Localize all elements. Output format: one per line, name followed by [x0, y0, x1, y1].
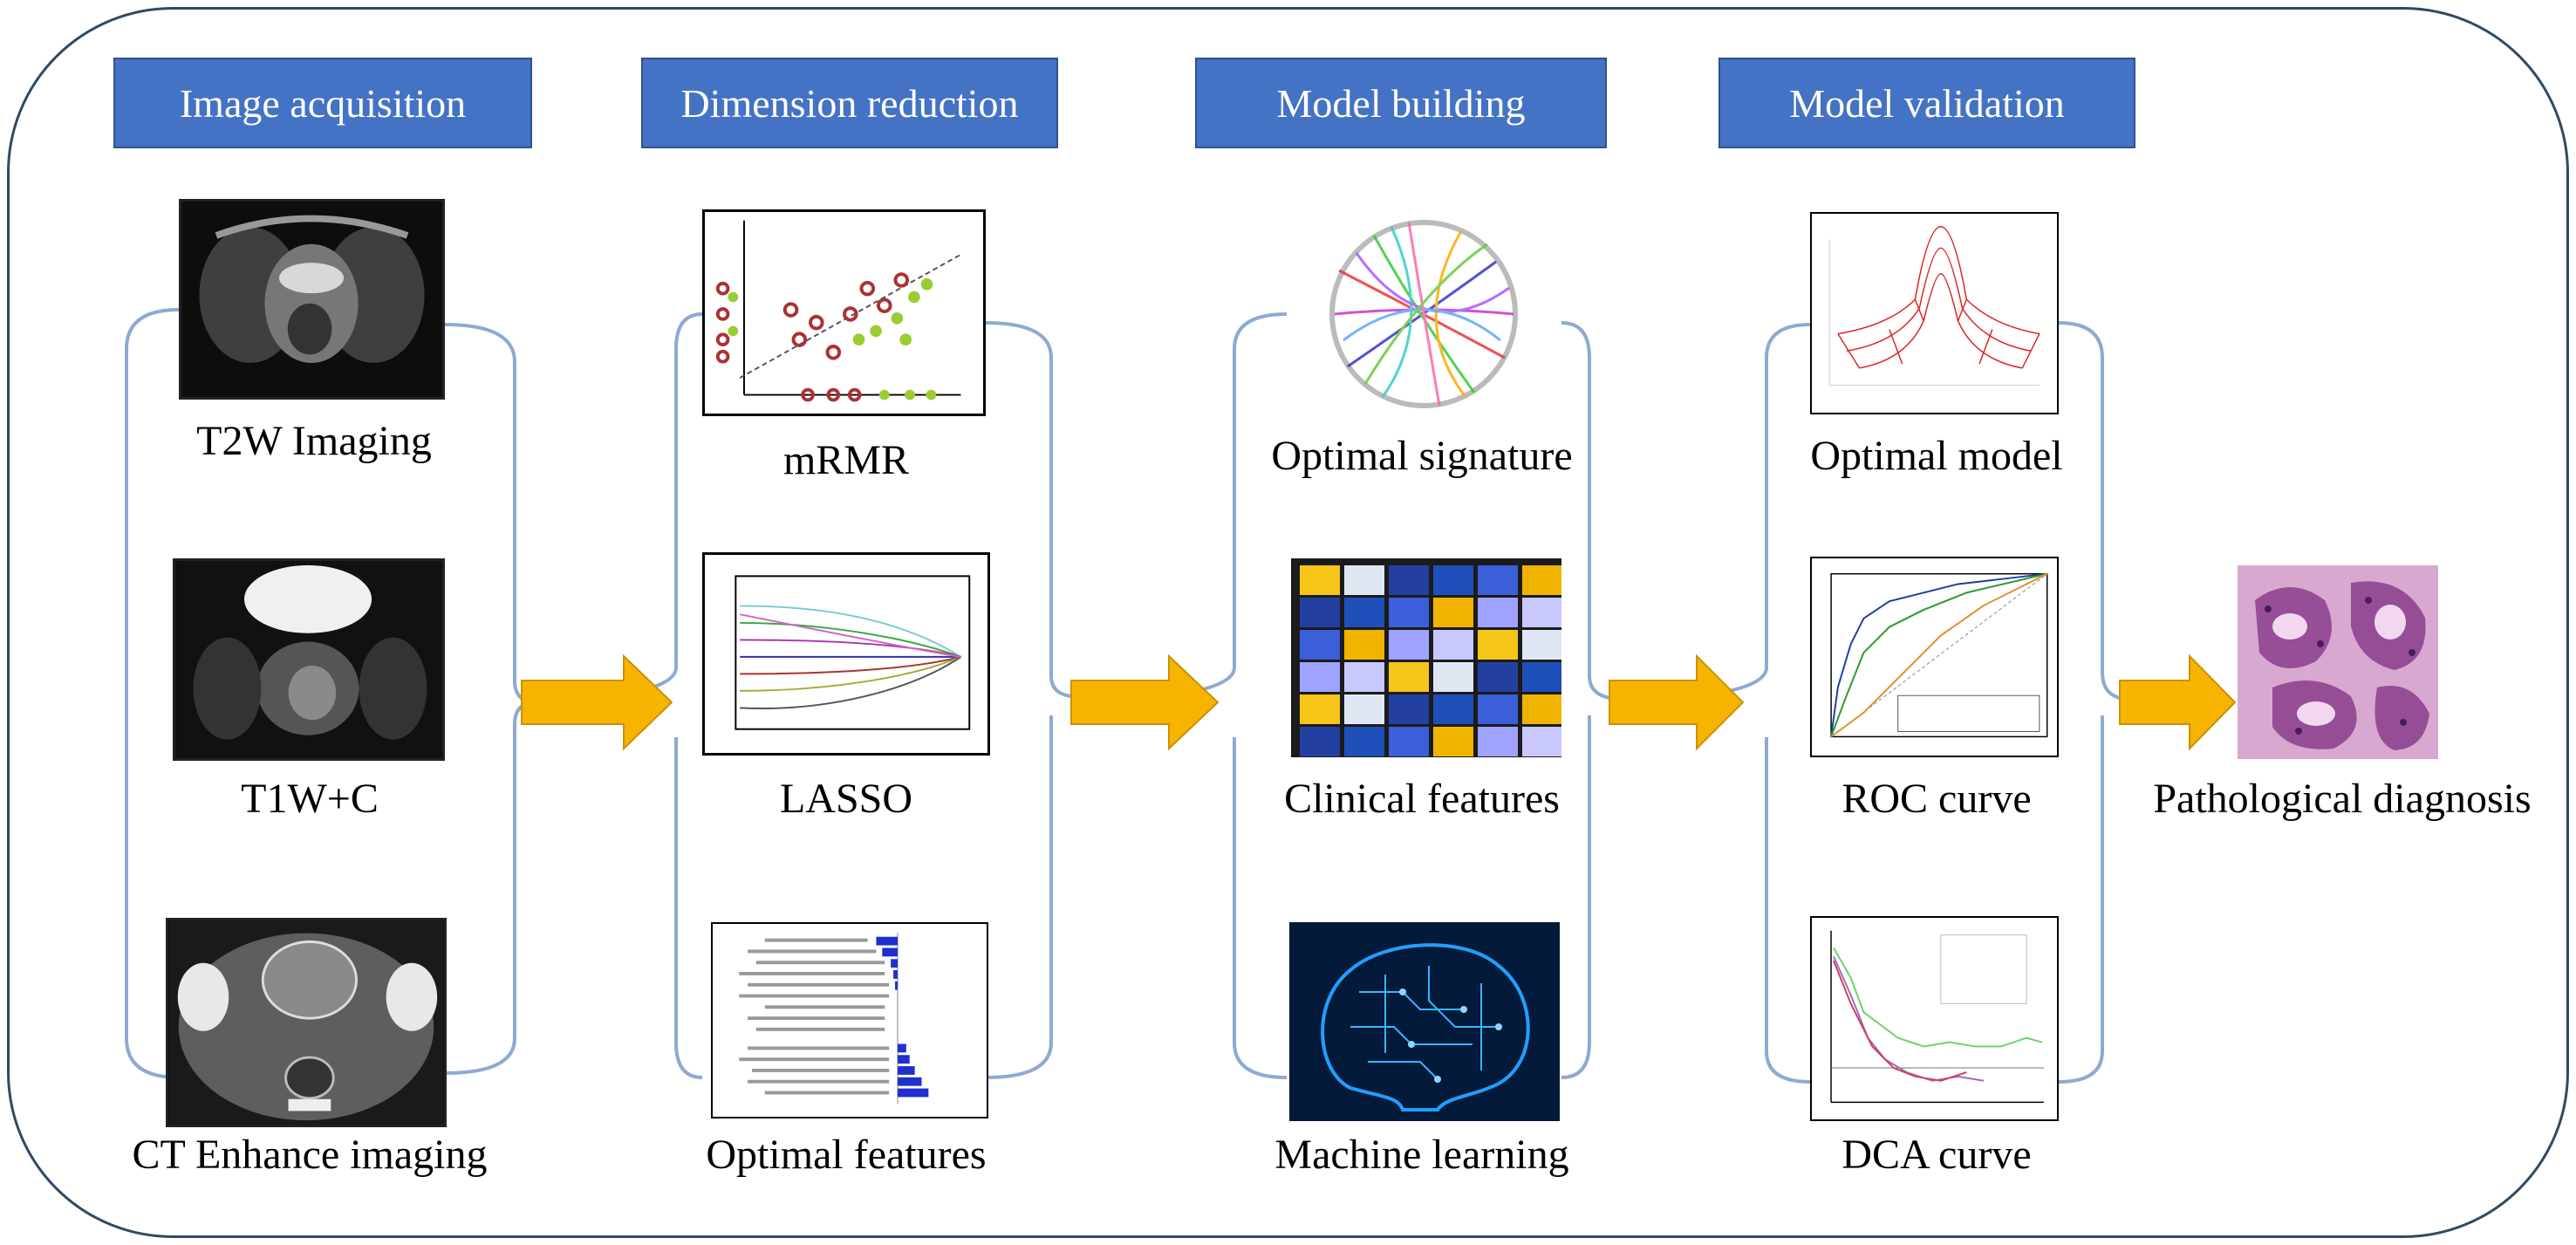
- heatmap-cell: [1300, 630, 1340, 660]
- heatmap-cell: [1344, 565, 1384, 595]
- label-t1wc: T1W+C: [241, 776, 379, 822]
- header-image-acquisition: Image acquisition: [113, 58, 532, 148]
- heatmap-cell: [1389, 630, 1429, 660]
- heatmap-cell: [1300, 727, 1340, 756]
- t1wc-image: [173, 558, 445, 761]
- heatmap-cell: [1344, 662, 1384, 692]
- dca-curve-image: [1810, 916, 2059, 1121]
- feature-importance-image: [711, 922, 988, 1118]
- header-model-validation-text: Model validation: [1789, 80, 2065, 126]
- label-ct: CT Enhance imaging: [132, 1132, 488, 1178]
- heatmap-cell: [1389, 694, 1429, 724]
- heatmap-cell: [1478, 598, 1518, 627]
- heatmap-cell: [1300, 598, 1340, 627]
- header-model-building: Model building: [1195, 58, 1607, 148]
- heatmap-cell: [1344, 694, 1384, 724]
- heatmap-cell: [1300, 694, 1340, 724]
- heatmap-cell: [1522, 694, 1561, 724]
- heatmap-cell: [1389, 662, 1429, 692]
- heatmap-cell: [1433, 565, 1473, 595]
- heatmap-cell: [1433, 727, 1473, 756]
- clinical-heatmap-image: [1291, 558, 1561, 757]
- label-t2w: T2W Imaging: [196, 418, 432, 464]
- heatmap-cell: [1389, 727, 1429, 756]
- heatmap-cell: [1389, 565, 1429, 595]
- header-model-building-text: Model building: [1276, 80, 1526, 126]
- label-roc-curve: ROC curve: [1841, 776, 2032, 822]
- heatmap-cell: [1478, 630, 1518, 660]
- label-lasso: LASSO: [779, 776, 913, 822]
- mrmr-scatter-image: [702, 209, 986, 416]
- heatmap-cell: [1522, 598, 1561, 627]
- label-clinical-features: Clinical features: [1284, 776, 1560, 822]
- heatmap-cell: [1433, 630, 1473, 660]
- label-pathological-diagnosis: Pathological diagnosis: [2153, 776, 2532, 822]
- label-optimal-model: Optimal model: [1810, 433, 2063, 479]
- heatmap-cell: [1478, 662, 1518, 692]
- roc-curve-image: [1810, 557, 2059, 757]
- heatmap-cell: [1344, 727, 1384, 756]
- label-mrmr: mRMR: [782, 437, 910, 483]
- heatmap-cell: [1478, 694, 1518, 724]
- lasso-path-image: [702, 552, 990, 756]
- label-optimal-signature: Optimal signature: [1271, 433, 1573, 479]
- heatmap-cell: [1522, 662, 1561, 692]
- header-model-validation: Model validation: [1718, 58, 2135, 148]
- rounded-frame: [7, 7, 2569, 1238]
- heatmap-cell: [1300, 662, 1340, 692]
- heatmap-cell: [1522, 630, 1561, 660]
- heatmap-cell: [1389, 598, 1429, 627]
- label-dca-curve: DCA curve: [1841, 1132, 2032, 1178]
- pathology-image: [2238, 565, 2438, 759]
- heatmap-cell: [1300, 565, 1340, 595]
- label-machine-learning: Machine learning: [1274, 1132, 1569, 1178]
- header-image-acquisition-text: Image acquisition: [179, 80, 467, 126]
- heatmap-cell: [1478, 565, 1518, 595]
- heatmap-cell: [1433, 598, 1473, 627]
- optimal-model-surface-image: [1810, 212, 2059, 414]
- heatmap-cell: [1433, 694, 1473, 724]
- chord-diagram-image: [1287, 209, 1561, 419]
- machine-learning-image: [1289, 922, 1560, 1121]
- heatmap-cell: [1433, 662, 1473, 692]
- heatmap-cell: [1522, 727, 1561, 756]
- heatmap-cell: [1522, 565, 1561, 595]
- ct-image: [166, 918, 447, 1127]
- header-dimension-reduction: Dimension reduction: [641, 58, 1058, 148]
- t2w-image: [179, 199, 445, 400]
- header-dimension-reduction-text: Dimension reduction: [680, 80, 1019, 126]
- label-optimal-features: Optimal features: [706, 1132, 987, 1178]
- heatmap-cell: [1344, 630, 1384, 660]
- heatmap-cell: [1478, 727, 1518, 756]
- heatmap-cell: [1344, 598, 1384, 627]
